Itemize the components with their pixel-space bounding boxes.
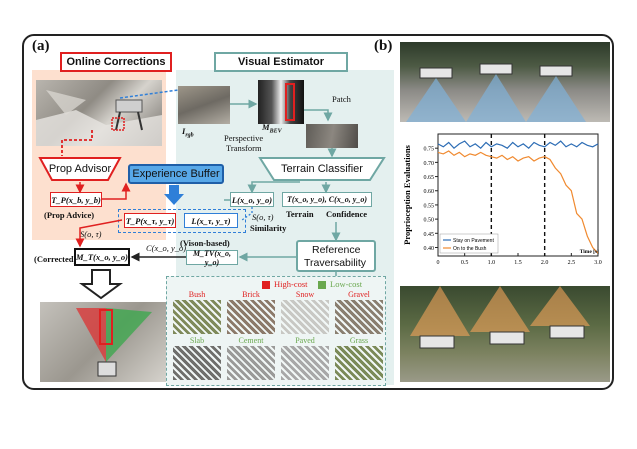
tile-image-snow — [281, 300, 329, 334]
y-tick-label: 0.45 — [424, 232, 435, 238]
proprioception-chart: 0.75 0.70 0.65 0.60 0.55 0.50 0.45 0.40 0 0.5 1.0 1… — [402, 133, 602, 266]
robot-snow-drawing — [36, 90, 162, 146]
terrain-classifier-shape — [258, 157, 386, 181]
tile-image-cement — [227, 346, 275, 380]
l-xt-yt-box: L(x_τ, y_τ) — [184, 213, 238, 228]
legend-label: On to the Bush — [453, 246, 487, 252]
robot-snow-photo — [36, 80, 162, 146]
reference-label-1: Reference — [312, 244, 361, 256]
bottom-robot-drawing — [410, 286, 590, 349]
y-tick-label: 0.50 — [424, 218, 435, 224]
i-rgb-label: Irgb — [182, 126, 194, 139]
reference-label-2: Traversability — [304, 257, 367, 269]
panel-b-label: (b) — [374, 38, 393, 54]
tile-label-paved: Paved — [295, 336, 315, 345]
cost-overlay-photo — [40, 302, 170, 382]
x-tick-label: 1.0 — [488, 260, 496, 266]
buffer-down-arrow-icon — [164, 185, 184, 205]
high-cost-label: High-cost — [274, 279, 308, 289]
mt-xo-yo-box: M_T(x_o, y_o) — [74, 248, 130, 266]
tile-label-bush: Bush — [188, 290, 206, 299]
series-line-stay-on-pavement — [437, 140, 599, 150]
cost-overlay-drawing — [76, 308, 152, 377]
x-tick-label: 3.0 — [594, 260, 602, 266]
bev-image — [258, 80, 304, 124]
tile-image-gravel — [335, 300, 383, 334]
experience-buffer: Experience Buffer — [128, 164, 224, 184]
tile-image-brick — [227, 300, 275, 334]
s-o-tau-left: S(o, τ) — [80, 229, 102, 239]
x-tick-label: 0 — [437, 260, 440, 266]
prop-advisor-shape — [38, 157, 122, 181]
legend-box — [439, 233, 499, 254]
bottom-robot-photo — [400, 286, 610, 382]
tp-xt-yt-box: T_P(x_τ, y_τ) — [124, 213, 176, 228]
prop-advisor-label: Prop Advisor — [48, 163, 112, 175]
tile-label-cement: Cement — [238, 336, 264, 345]
top-robot-drawing — [406, 63, 586, 122]
corrected-label: (Corrected) — [34, 254, 77, 264]
panel-a-label: (a) — [32, 38, 50, 54]
tile-image-grass — [335, 346, 383, 380]
high-cost-swatch — [262, 281, 270, 289]
prop-advice-label: (Prop Advice) — [44, 210, 95, 220]
perspective-label-2: Transform — [226, 143, 262, 153]
x-tick-label: 2.5 — [568, 260, 576, 266]
rgb-image — [178, 86, 230, 124]
c-xo-yo-label: C(x_o, y_o) — [146, 243, 187, 253]
x-tick-label: 0.5 — [461, 260, 469, 266]
top-robot-photo — [400, 42, 610, 122]
bev-patch-drawing — [285, 83, 295, 121]
vision-based-label: (Vison-based) — [180, 238, 230, 248]
online-corrections-title: Online Corrections — [60, 52, 172, 72]
reference-traversability-box — [296, 240, 376, 272]
x-tick-label: 1.5 — [514, 260, 522, 266]
low-cost-label: Low-cost — [330, 279, 363, 289]
perspective-label-1: Perspective — [224, 133, 264, 143]
s-o-tau-right: S(o, τ) — [252, 212, 274, 222]
series-line-on-to-the-bush — [437, 150, 599, 254]
confidence-label: Confidence — [326, 209, 368, 219]
y-tick-label: 0.65 — [424, 175, 435, 181]
tile-image-bush — [173, 300, 221, 334]
x-axis-label: Time [s] — [580, 249, 599, 255]
tile-image-paved — [281, 346, 329, 380]
tile-label-brick: Brick — [242, 290, 260, 299]
y-tick-label: 0.40 — [424, 246, 435, 252]
terrain-classifier-label: Terrain Classifier — [281, 163, 363, 175]
low-cost-swatch — [318, 281, 326, 289]
y-tick-label: 0.55 — [424, 203, 435, 209]
m-bev-label: MBEV — [262, 122, 282, 135]
tile-label-slab: Slab — [189, 336, 205, 345]
tile-label-snow: Snow — [295, 290, 315, 299]
y-tick-label: 0.75 — [424, 147, 435, 153]
patch-image — [306, 124, 358, 148]
y-tick-label: 0.70 — [424, 161, 435, 167]
y-tick-label: 0.60 — [424, 189, 435, 195]
mtv-xo-yo-box: M_TV(x_o, y_o) — [186, 249, 238, 267]
tile-label-gravel: Gravel — [348, 290, 370, 299]
terrain-label: Terrain — [286, 209, 314, 219]
x-tick-label: 2.0 — [541, 260, 549, 266]
patch-label: Patch — [332, 94, 351, 104]
similarity-label: Similarity — [250, 223, 287, 233]
visual-estimator-title: Visual Estimator — [214, 52, 348, 72]
tile-label-grass: Grass — [349, 336, 369, 345]
y-axis-label: Proprioception Evaluations — [402, 144, 412, 244]
tile-image-slab — [173, 346, 221, 380]
legend-label: Stay on Pavement — [453, 238, 494, 244]
